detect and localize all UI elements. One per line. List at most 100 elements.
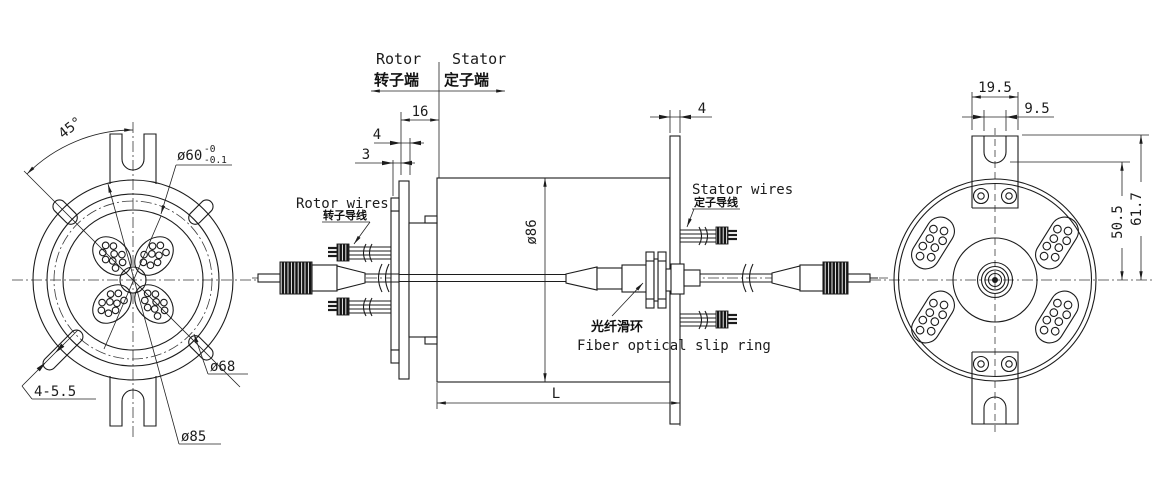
stator-wire-bundle-lower xyxy=(680,310,737,330)
hub-circle xyxy=(952,237,1038,323)
slot-ne xyxy=(188,199,214,225)
dim-slots: 4-5.5 xyxy=(21,329,96,400)
dim-label-dia60: ø60 xyxy=(177,148,202,164)
stator-wires-callout: Stator wires 定子导线 xyxy=(686,182,793,228)
dim-L: L xyxy=(436,383,681,426)
mounting-slots xyxy=(42,199,214,371)
fc-body xyxy=(311,264,338,292)
dim-4-stator: 4 xyxy=(650,101,712,133)
dia60-tol-lower: -0.1 xyxy=(204,155,227,166)
fc-boot xyxy=(771,265,801,291)
rotor-label-en: Rotor xyxy=(376,50,421,68)
rotor-stator-header: Rotor Stator 转子端 定子端 xyxy=(371,50,506,178)
dim-19-5: 19.5 xyxy=(971,80,1019,130)
slot-cluster xyxy=(1035,290,1079,344)
dim-9-5: 9.5 xyxy=(962,101,1054,131)
rotor-label-cn: 转子端 xyxy=(374,71,419,89)
dim-16: 16 xyxy=(400,104,439,175)
plate-rim-circle xyxy=(897,182,1093,378)
wire-hole-clusters xyxy=(92,236,174,324)
slip-ring-label-en: Fiber optical slip ring xyxy=(577,338,771,354)
stator-wires-label-cn: 定子导线 xyxy=(694,195,738,209)
boss-circle xyxy=(62,209,204,351)
rotor-flange-disc xyxy=(398,180,410,380)
fc-body xyxy=(799,264,824,292)
fork-tab-bottom xyxy=(109,376,157,427)
slot-nw xyxy=(52,199,78,225)
fc-receptacle xyxy=(976,261,1014,299)
cluster xyxy=(134,284,174,324)
fork-tab-bottom xyxy=(971,351,1019,425)
stator-wire-bundles xyxy=(680,226,737,330)
dim-label-19-5: 19.5 xyxy=(978,80,1012,96)
fc-boot xyxy=(336,265,366,291)
stator-fiber-connector xyxy=(700,261,878,295)
rotor-wire-bundle-lower xyxy=(328,297,391,317)
slot-cluster xyxy=(1035,216,1079,270)
dim-50-5: 50.5 xyxy=(1010,161,1130,280)
cable-break xyxy=(741,263,747,293)
slot-se xyxy=(188,335,214,361)
dim-label-4-stator: 4 xyxy=(698,101,706,117)
dim-dia85: ø85 xyxy=(107,183,221,445)
bolt-circle xyxy=(53,200,213,360)
wire-exit-slots xyxy=(911,216,1079,344)
rotor-wires-label-en: Rotor wires xyxy=(296,196,389,212)
slip-ring-nut xyxy=(670,263,685,295)
rotor-boss xyxy=(390,210,400,351)
rotor-boss-step-bottom xyxy=(390,349,400,364)
fc-knurled-nut xyxy=(279,261,313,295)
dim-label-slots: 4-5.5 xyxy=(34,384,76,400)
rotor-boss-step-top xyxy=(390,197,400,212)
cable-break xyxy=(377,263,383,293)
cluster xyxy=(92,236,132,276)
slot-sw xyxy=(42,329,84,371)
plate-outer-circle xyxy=(893,178,1097,382)
rotor-fiber-connector xyxy=(257,261,399,295)
hub-step-bottom xyxy=(424,336,438,345)
dim-label-4-rotor: 4 xyxy=(373,127,381,143)
slot-cluster xyxy=(911,216,955,270)
hub-step-top xyxy=(424,215,438,224)
front-view: 45° ø60 -0 -0.1 ø68 ø85 4-5.5 xyxy=(12,114,258,445)
dim-dia86: ø86 xyxy=(524,178,547,382)
dim-3: 3 xyxy=(355,147,415,196)
rotor-hub xyxy=(408,222,438,338)
cluster xyxy=(92,284,132,324)
ring-inner-circle xyxy=(46,193,220,367)
cluster xyxy=(134,236,174,276)
ferrule xyxy=(847,273,871,283)
dim-label-50-5: 50.5 xyxy=(1110,205,1126,239)
dim-dia60: ø60 -0 -0.1 xyxy=(103,144,232,350)
rotor-wires-callout: Rotor wires 转子导线 xyxy=(296,196,389,245)
rear-view: 19.5 9.5 61.7 50.5 xyxy=(870,80,1152,436)
section-view: Rotor Stator 转子端 定子端 xyxy=(252,50,888,426)
fc-knurled-nut xyxy=(822,261,849,295)
rotor-wires-label-cn: 转子导线 xyxy=(323,208,367,222)
stator-label-en: Stator xyxy=(452,50,506,68)
dim-label-dia68: ø68 xyxy=(210,359,235,375)
dim-label-45: 45° xyxy=(56,114,86,142)
stator-wire-bundle-upper xyxy=(680,226,737,246)
fiber-slip-ring xyxy=(645,251,701,309)
slip-ring-callout: 光纤滑环 Fiber optical slip ring xyxy=(577,282,771,354)
dim-label-3: 3 xyxy=(362,147,370,163)
stator-label-cn: 定子端 xyxy=(444,71,489,89)
dim-label-L: L xyxy=(552,386,560,402)
fiber-cone xyxy=(565,266,598,291)
dim-61-7: 61.7 xyxy=(1022,134,1149,280)
flange-outer-circle xyxy=(32,179,234,381)
dim-label-9-5: 9.5 xyxy=(1024,101,1049,117)
dim-4-rotor: 4 xyxy=(373,127,424,175)
ferrule xyxy=(257,273,281,283)
stator-wires-label-en: Stator wires xyxy=(692,182,793,198)
rotor-wire-bundles xyxy=(328,243,391,317)
dia60-tol-upper: -0 xyxy=(204,144,216,155)
dim-label-61-7: 61.7 xyxy=(1129,192,1145,226)
slip-ring-label-cn: 光纤滑环 xyxy=(590,319,643,335)
dim-dia68: ø68 xyxy=(193,333,248,375)
center-bore xyxy=(119,266,147,294)
dim-label-16: 16 xyxy=(412,104,429,120)
